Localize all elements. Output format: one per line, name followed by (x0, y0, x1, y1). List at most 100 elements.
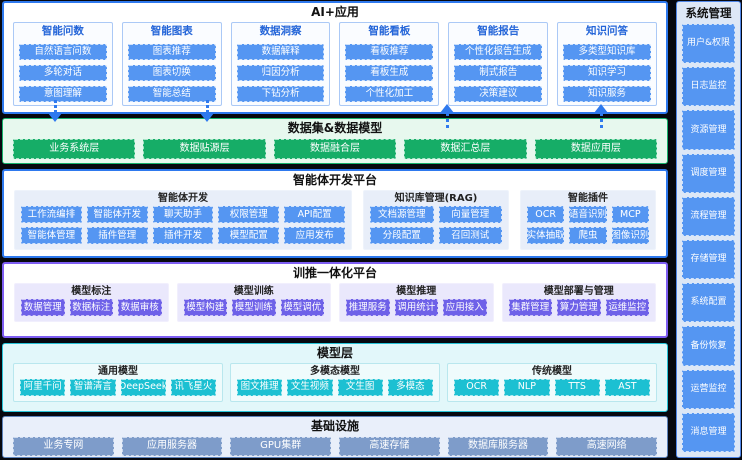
group-title: 智能体开发 (158, 192, 208, 204)
group-title: 智能插件 (568, 192, 608, 204)
model-item: 讯飞星火 (170, 378, 216, 396)
rag-item: 分段配置 (370, 226, 434, 244)
arrow-dotted-tail (445, 113, 449, 128)
section-data-layer: 数据集&数据模型 业务系统层 数据贴源层 数据融合层 数据汇总层 数据应用层 (2, 118, 668, 165)
agent-item: 智能体管理 (21, 226, 82, 244)
model-item: OCR (454, 378, 500, 396)
app-item: 决策建议 (454, 86, 543, 102)
agent-item: API配置 (284, 205, 345, 223)
rag-grid: 文档源管理 向量管理 分段配置 召回测试 (370, 205, 502, 244)
train-item: 数据标注 (69, 299, 113, 317)
app-column-smart-chart: 智能图表 图表推荐 图表切换 智能总结 (121, 22, 222, 106)
app-column-smart-dashboard: 智能看板 看板推荐 看板生成 个性化加工 (339, 22, 440, 106)
infra-item: 应用服务器 (121, 436, 223, 456)
down-arrow-connector (200, 100, 214, 122)
infrastructure-row: 业务专网 应用服务器 GPU集群 高速存储 数据库服务器 高速网络 (3, 434, 667, 456)
up-arrow-connector (440, 104, 454, 128)
group-model-deploy: 模型部署与管理 集群管理 算力管理 运维监控 (501, 283, 656, 323)
train-item: 模型训练 (232, 299, 276, 317)
down-arrow-connector (48, 100, 62, 122)
app-item: 意图理解 (19, 86, 107, 102)
model-item: 多模态 (387, 378, 433, 396)
infra-item: GPU集群 (230, 436, 332, 456)
infra-item: 高速存储 (339, 436, 440, 456)
train-item: 数据审核 (118, 299, 162, 317)
app-item: 个性化报告生成 (454, 44, 543, 60)
agent-item: 模型配置 (218, 226, 280, 244)
sidebar-item-message-management: 消息管理 (682, 412, 735, 453)
sidebar-item-operation-monitoring: 运营监控 (682, 369, 735, 409)
app-item: 自然语言问数 (19, 44, 107, 60)
arrow-dotted-tail (599, 113, 603, 128)
inference-grid: 推理服务 调用统计 应用接入 (346, 299, 487, 317)
group-title: 多模态模型 (310, 365, 360, 377)
group-model-inference: 模型推理 推理服务 调用统计 应用接入 (339, 283, 494, 323)
data-layer-item: 数据贴源层 (143, 139, 266, 160)
app-item: 个性化加工 (345, 86, 434, 102)
agent-item: 智能体开发 (86, 205, 148, 223)
group-traditional-models: 传统模型 OCR NLP TTS AST (447, 362, 657, 402)
app-item: 看板生成 (345, 65, 434, 81)
section-ai-apps: AI+应用 智能问数 自然语言问数 多轮对话 意图理解 智能图表 图表推荐 图表… (2, 1, 668, 114)
sidebar-item-resource-management: 资源管理 (682, 110, 735, 150)
rag-item: 向量管理 (438, 205, 502, 223)
arrow-head-up-icon (440, 104, 454, 113)
arrow-head-down-icon (48, 113, 62, 122)
train-item: 调用统计 (394, 299, 438, 317)
section-model-layer-title: 模型层 (316, 345, 353, 360)
app-item: 多轮对话 (19, 65, 107, 81)
section-model-layer: 模型层 通用模型 阿里千问 智谱清言 DeepSeek 讯飞星火 多模态模型 图… (2, 342, 668, 412)
section-infrastructure-title: 基础设施 (310, 418, 359, 433)
model-item: TTS (554, 378, 600, 396)
group-title: 模型训练 (233, 286, 274, 298)
up-arrow-connector (594, 104, 608, 128)
group-title: 通用模型 (98, 365, 138, 377)
app-column-title: 知识问答 (586, 25, 629, 37)
sidebar-system-management: 系统管理 用户&权限 日志监控 资源管理 调度管理 流程管理 存储管理 系统配置… (676, 1, 741, 458)
train-item: 运维监控 (605, 299, 649, 317)
group-model-training: 模型训练 模型构建 模型训练 模型调优 (176, 283, 331, 323)
model-item: 文生图 (337, 378, 383, 396)
agent-item: 聊天助手 (152, 205, 214, 223)
plugin-item: 图像识别 (611, 226, 649, 244)
infra-item: 高速网络 (556, 436, 658, 456)
app-item: 归因分析 (236, 65, 325, 81)
arrow-head-up-icon (594, 104, 608, 113)
agent-item: 插件管理 (86, 226, 148, 244)
plugin-item: 实体抽取 (527, 226, 565, 244)
app-item: 知识学习 (563, 65, 651, 81)
train-item: 算力管理 (557, 299, 601, 317)
arrow-dotted-tail (53, 100, 57, 113)
model-item: 文生视频 (287, 378, 333, 396)
data-layer-item: 数据汇总层 (404, 139, 527, 160)
group-agent-dev: 智能体开发 工作流编排 智能体开发 聊天助手 权限管理 API配置 智能体管理 … (14, 189, 352, 250)
app-column-title: 智能看板 (368, 25, 411, 37)
agent-item: 插件开发 (152, 226, 214, 244)
agent-dev-grid: 工作流编排 智能体开发 聊天助手 权限管理 API配置 智能体管理 插件管理 插… (21, 205, 345, 244)
model-item: 智谱清言 (70, 378, 116, 396)
app-item: 图表切换 (127, 65, 216, 81)
app-column-data-insight: 数据洞察 数据解释 归因分析 下钻分析 (230, 22, 331, 106)
section-training-platform-title: 训推一体化平台 (292, 266, 377, 281)
agent-item: 权限管理 (218, 205, 280, 223)
data-layer-item: 数据融合层 (273, 139, 397, 160)
sidebar-item-users-permissions: 用户&权限 (682, 24, 735, 64)
model-item: AST (604, 378, 650, 396)
sidebar-item-backup-restore: 备份恢复 (682, 326, 735, 366)
model-item: DeepSeek (120, 378, 166, 396)
app-item: 知识服务 (563, 86, 651, 102)
general-models-grid: 阿里千问 智谱清言 DeepSeek 讯飞星火 (20, 378, 216, 396)
traditional-models-grid: OCR NLP TTS AST (454, 378, 650, 396)
group-multimodal-models: 多模态模型 图文推理 文生视频 文生图 多模态 (230, 362, 440, 402)
group-smart-plugins: 智能插件 OCR 语音识别 MCP 实体抽取 爬虫 图像识别 (520, 189, 656, 250)
group-model-annotation: 模型标注 数据管理 数据标注 数据审核 (14, 283, 169, 323)
train-item: 集群管理 (508, 299, 552, 317)
sidebar-item-log-monitoring: 日志监控 (682, 67, 735, 107)
plugin-item: OCR (527, 205, 565, 223)
data-layer-item: 业务系统层 (13, 139, 136, 160)
arrow-head-down-icon (200, 113, 214, 122)
annotation-grid: 数据管理 数据标注 数据审核 (21, 299, 162, 317)
app-item: 看板推荐 (345, 44, 434, 60)
app-item: 图表推荐 (127, 44, 216, 60)
app-column-smart-report: 智能报告 个性化报告生成 制式报告 决策建议 (448, 22, 549, 106)
